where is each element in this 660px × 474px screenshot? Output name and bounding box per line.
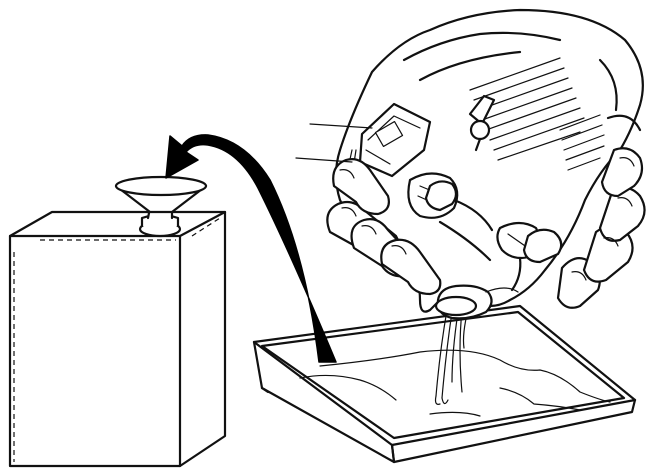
drain-pan-icon <box>254 306 635 462</box>
container-icon <box>10 212 225 466</box>
